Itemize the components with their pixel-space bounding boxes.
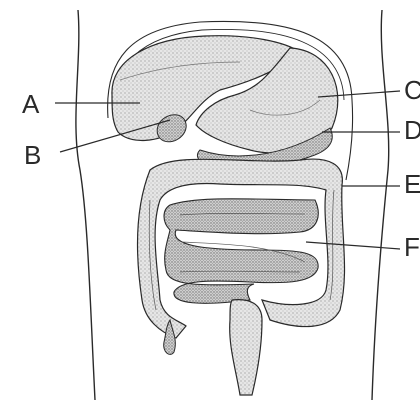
leader-line-f — [306, 242, 400, 249]
rectum — [230, 300, 262, 395]
label-f: F — [404, 234, 420, 260]
label-a: A — [22, 91, 39, 117]
label-c: C — [404, 77, 420, 103]
label-b: B — [24, 142, 41, 168]
label-d: D — [404, 117, 420, 143]
label-e: E — [404, 171, 420, 197]
